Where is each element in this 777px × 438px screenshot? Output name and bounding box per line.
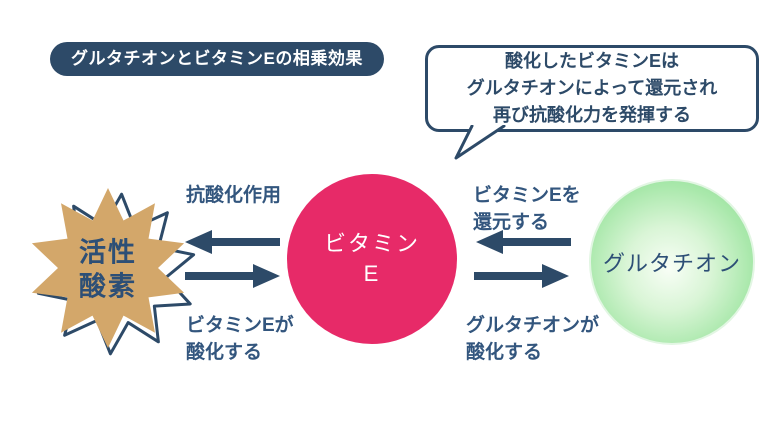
reactive-oxygen-node: 活性 酸素: [20, 183, 196, 359]
arrow-left-icon: [476, 230, 571, 254]
label-glutathione-oxidizes: グルタチオンが 酸化する: [466, 315, 600, 363]
arrow-left-icon: [185, 230, 280, 254]
reactive-oxygen-label: 活性 酸素: [79, 237, 137, 302]
arrow-right-icon: [474, 264, 569, 288]
label-reduce-vitamin-e: ビタミンEを 還元する: [473, 185, 581, 233]
glutathione-node: グルタチオン: [589, 179, 755, 345]
speech-bubble-line: 再び抗酸化力を発揮する: [493, 105, 691, 125]
speech-bubble-line: 酸化したビタミンEは: [504, 51, 679, 71]
starburst-icon: [31, 188, 196, 356]
glutathione-label: グルタチオン: [602, 251, 741, 276]
speech-bubble-tail: [454, 125, 506, 160]
diagram-title: グルタチオンとビタミンEの相乗効果: [50, 42, 384, 76]
vitamin-e-node: ビタミン E: [287, 174, 457, 344]
vitamin-e-label: ビタミン: [323, 231, 420, 256]
speech-bubble: 酸化したビタミンEは グルタチオンによって還元され 再び抗酸化力を発揮する: [425, 45, 759, 132]
vitamin-e-label-e: E: [363, 261, 381, 286]
arrow-right-icon: [185, 264, 280, 288]
label-vitamin-e-oxidizes: ビタミンEが 酸化する: [186, 315, 294, 363]
label-antioxidant-action: 抗酸化作用: [186, 185, 282, 206]
speech-bubble-line: グルタチオンによって還元され: [466, 78, 718, 98]
